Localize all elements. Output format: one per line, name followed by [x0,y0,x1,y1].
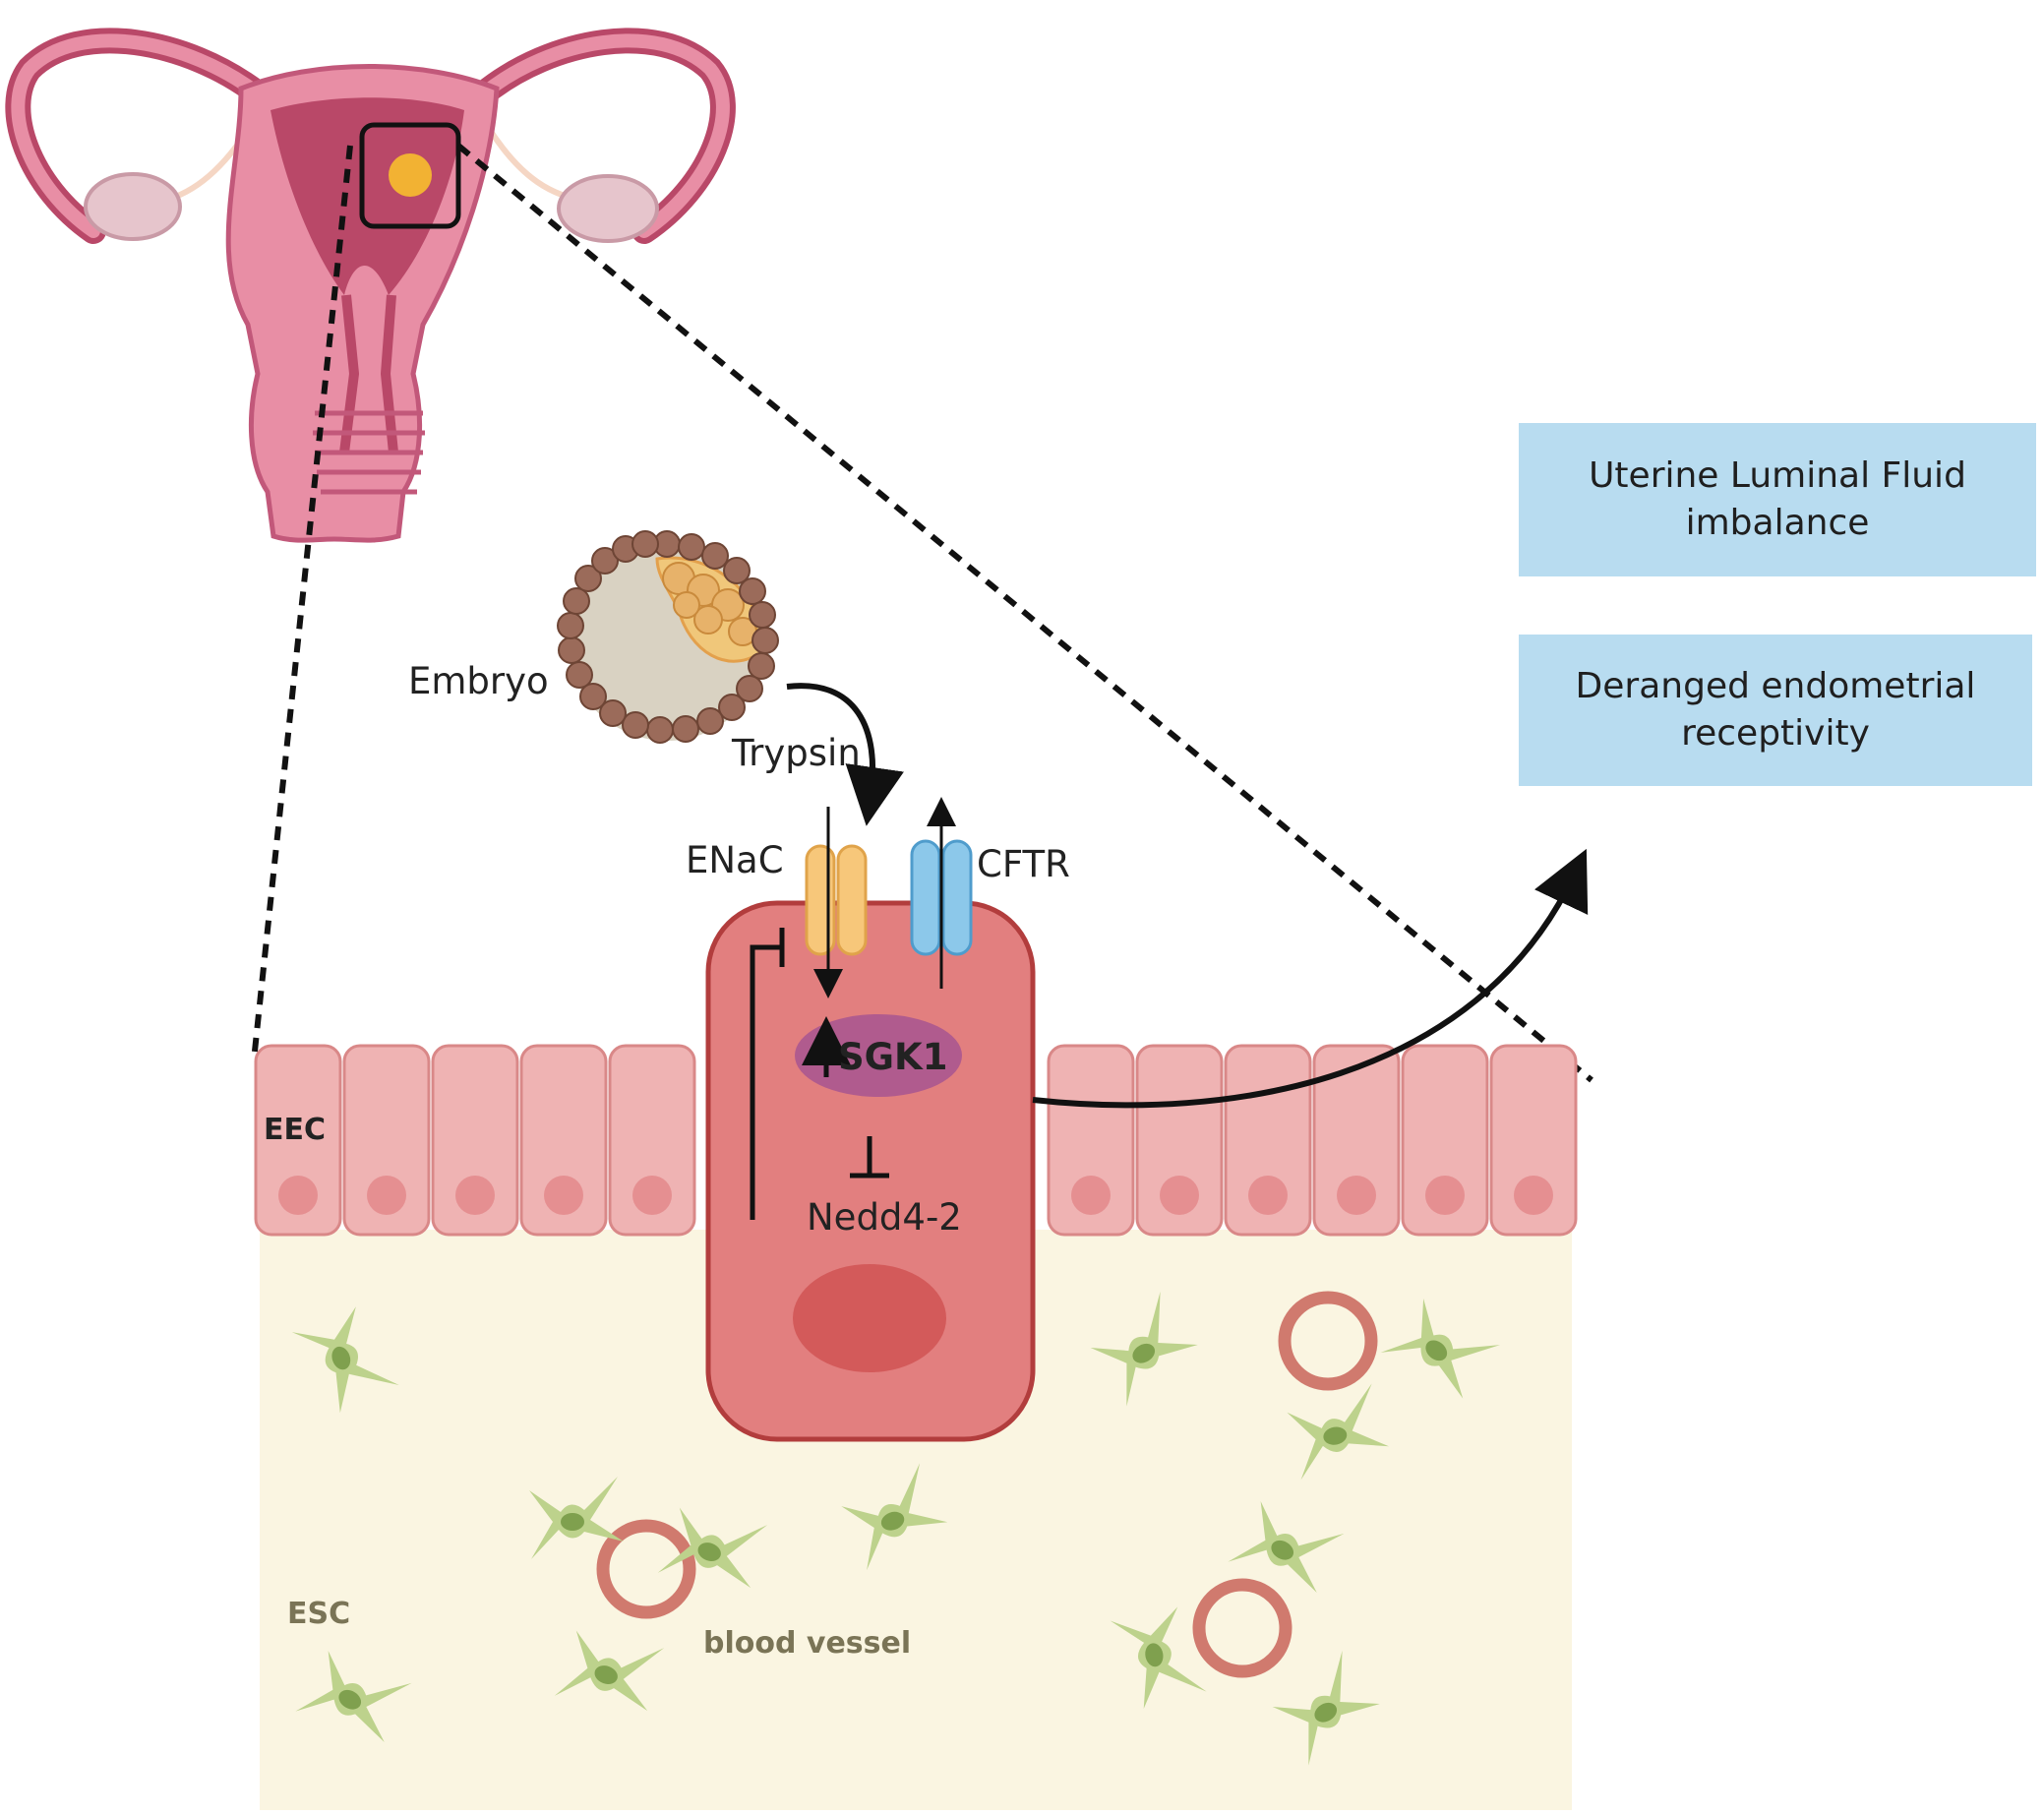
feedback-inhibition-line [750,944,782,1220]
blood-vessels [596,1291,1378,1678]
sgk1-label: SGK1 [838,1036,947,1078]
embryo-label: Embryo [408,660,549,702]
blood-vessel-label: blood vessel [703,1626,911,1661]
cftr-label: CFTR [977,843,1070,885]
outcome-text-line: receptivity [1681,713,1870,754]
inhibition-symbol [850,1136,889,1179]
outcome-text-line: Uterine Luminal Fluid [1589,455,1966,496]
outcome-box-receptivity: Deranged endometrial receptivity [1519,635,2032,786]
cftr-channel [910,839,973,956]
outcome-arrow [1032,848,1589,1109]
nedd4-2-label: Nedd4-2 [807,1196,962,1239]
trypsin-arrow [786,683,904,826]
outcome-box-fluid-imbalance: Uterine Luminal Fluid imbalance [1519,423,2036,576]
outcome-text-line: Deranged endometrial [1575,666,1976,706]
eec-label: EEC [264,1113,326,1147]
epithelial-cells [254,1044,1578,1237]
cell-nucleus [793,1264,946,1372]
epithelial-nuclei [278,1176,1553,1215]
esc-label: ESC [287,1597,350,1631]
enac-label: ENaC [686,839,784,881]
outcome-text-line: imbalance [1685,503,1870,543]
embryo-illustration [557,530,779,744]
uterus-illustration [5,28,736,543]
trypsin-label: Trypsin [731,732,861,774]
